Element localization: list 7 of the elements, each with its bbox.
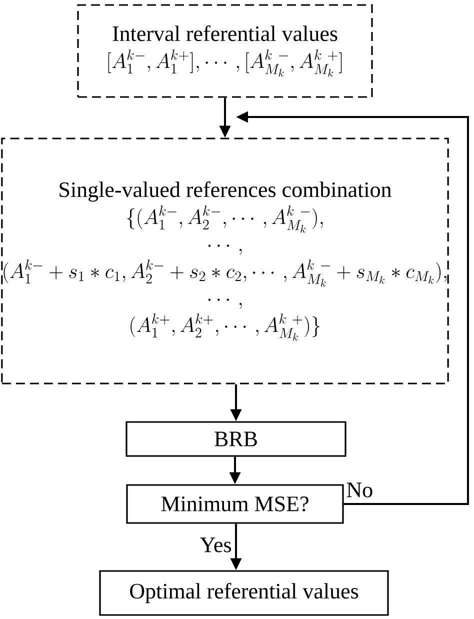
decision-box: Minimum MSE? — [126, 484, 344, 524]
edge-label: Yes — [198, 536, 233, 554]
process-box: BRB — [126, 421, 346, 457]
output-box: Optimal referential values — [99, 570, 389, 616]
input-box: Interval referential values $[A_1^{k-}, A_1^{k+}], \cdots ,[A_{M_k}^{k\ -}, A_{M_k}^{k\ +}]$ — [77, 4, 373, 98]
combination-box: Single-valued references combination $\{(A_1^{k-}, A_2^{k-}, \cdots ,A_{M_k}^{k\ -}),$ $\cdots ,$ $(A_1^{k-}+s_1*c_1, A_2^{k-}+s_2*c_2, \cdots ,A_{M_k}^{k\ -}+s_{M_k}*c_{M_k}),$ $\cdots ,$ $(A_1^{k+}, A_2^{k+}, \cdots ,A_{M_k}^{k\ +})\}$ — [1, 138, 449, 384]
edge-label: No — [345, 482, 374, 498]
